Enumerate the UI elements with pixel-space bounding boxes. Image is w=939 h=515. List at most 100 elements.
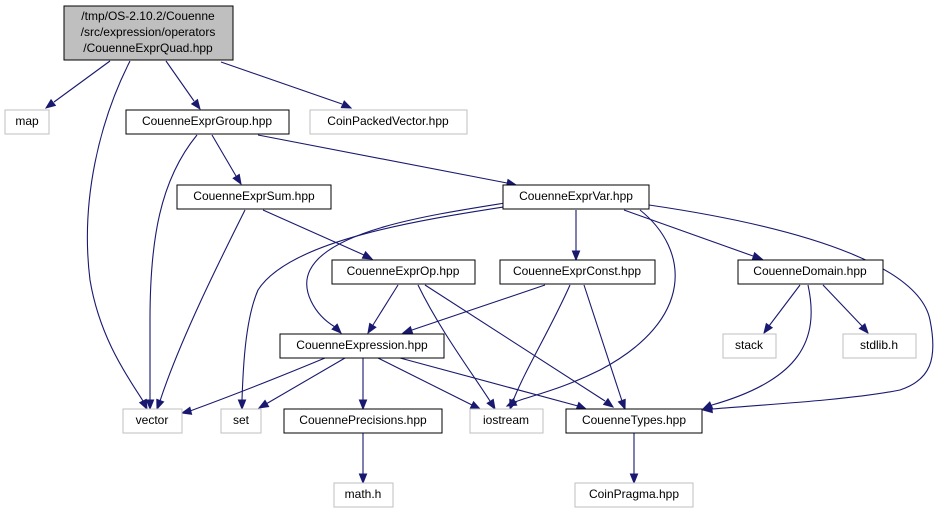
node-label-couenne-expr-sum: CouenneExprSum.hpp bbox=[193, 189, 315, 203]
edge-sum-vector-arrowhead bbox=[156, 398, 165, 411]
root-label-line-1: /tmp/OS-2.10.2/Couenne bbox=[81, 9, 215, 23]
edge-const-expression-arrowhead bbox=[401, 325, 414, 335]
edge-types-pragma bbox=[629, 433, 639, 485]
edge-var-set-arrowhead bbox=[237, 399, 247, 411]
edge-domain-stdlib bbox=[822, 284, 869, 335]
edge-const-iostream-arrowhead bbox=[509, 398, 518, 411]
root-label-line-2: /src/expression/operators bbox=[81, 25, 216, 39]
edge-const-expression bbox=[401, 284, 546, 335]
edge-root-packed-line bbox=[220, 61, 343, 105]
edge-const-types-line bbox=[583, 284, 623, 402]
node-label-couenne-expr-var: CouenneExprVar.hpp bbox=[519, 189, 633, 203]
node-label-coin-packed-vector: CoinPackedVector.hpp bbox=[327, 114, 449, 128]
node-label-couenne-expression: CouenneExpression.hpp bbox=[296, 338, 428, 352]
edge-domain-types-line bbox=[711, 284, 812, 406]
edge-types-pragma-arrowhead bbox=[629, 473, 639, 485]
node-map[interactable]: map bbox=[4, 109, 50, 135]
edge-op-expression-line bbox=[372, 284, 399, 326]
edge-expression-precisions bbox=[358, 358, 368, 411]
node-coin-pragma[interactable]: CoinPragma.hpp bbox=[574, 482, 694, 508]
node-couenne-expr-op[interactable]: CouenneExprOp.hpp bbox=[331, 259, 476, 285]
edge-root-group-arrowhead bbox=[190, 98, 201, 111]
edge-sum-vector bbox=[156, 209, 246, 411]
node-label-couenne-precisions: CouennePrecisions.hpp bbox=[299, 413, 427, 427]
edge-group-sum-arrowhead bbox=[232, 173, 242, 186]
edge-expression-iostream-arrowhead bbox=[469, 400, 482, 410]
node-couenne-expression[interactable]: CouenneExpression.hpp bbox=[279, 333, 445, 359]
edge-var-iostream-line bbox=[514, 209, 676, 403]
node-couenne-expr-group[interactable]: CouenneExprGroup.hpp bbox=[125, 109, 290, 135]
edge-root-map bbox=[44, 60, 111, 109]
node-couenne-domain[interactable]: CouenneDomain.hpp bbox=[737, 259, 884, 285]
edge-root-vector-line bbox=[86, 60, 144, 402]
node-label-stack: stack bbox=[735, 338, 764, 352]
edge-sum-op-arrowhead bbox=[361, 250, 374, 260]
node-label-iostream: iostream bbox=[483, 413, 529, 427]
node-couenne-expr-var[interactable]: CouenneExprVar.hpp bbox=[502, 184, 650, 210]
edge-var-expression-arrowhead bbox=[331, 323, 342, 334]
node-label-vector: vector bbox=[136, 413, 169, 427]
edge-sum-vector-line bbox=[159, 209, 246, 402]
edge-var-expression-line bbox=[306, 202, 506, 328]
edge-root-map-line bbox=[53, 60, 111, 103]
edge-sum-op-line bbox=[262, 209, 365, 256]
node-couenne-types[interactable]: CouenneTypes.hpp bbox=[565, 408, 703, 434]
node-label-coin-pragma: CoinPragma.hpp bbox=[589, 487, 679, 501]
edge-group-var-line bbox=[257, 134, 508, 184]
edge-root-vector-arrowhead bbox=[138, 398, 148, 411]
edge-const-types-arrowhead bbox=[617, 398, 626, 411]
node-couenne-expr-const[interactable]: CouenneExprConst.hpp bbox=[499, 259, 656, 285]
node-root-couenne-expr-quad[interactable]: /tmp/OS-2.10.2/Couenne /src/expression/o… bbox=[63, 5, 234, 61]
edge-expression-types-line bbox=[399, 357, 579, 407]
node-math-h[interactable]: math.h bbox=[333, 482, 394, 508]
node-couenne-expr-sum[interactable]: CouenneExprSum.hpp bbox=[176, 184, 332, 210]
edge-expression-vector-line bbox=[189, 357, 326, 412]
edge-var-set-line bbox=[241, 205, 511, 401]
edge-group-sum-line bbox=[211, 134, 237, 177]
node-set[interactable]: set bbox=[220, 408, 262, 434]
edge-expression-vector-arrowhead bbox=[180, 406, 193, 415]
node-label-math-h: math.h bbox=[345, 487, 382, 501]
edges-layer bbox=[44, 60, 934, 485]
node-label-couenne-expr-op: CouenneExprOp.hpp bbox=[347, 264, 460, 278]
edge-expression-iostream-line bbox=[377, 357, 473, 406]
edge-var-domain bbox=[623, 209, 764, 261]
edge-expression-precisions-arrowhead bbox=[358, 399, 368, 411]
node-iostream[interactable]: iostream bbox=[469, 408, 544, 434]
node-vector[interactable]: vector bbox=[122, 408, 183, 434]
edge-domain-stack bbox=[763, 284, 801, 335]
edge-group-vector-arrowhead bbox=[145, 399, 155, 411]
node-label-map: map bbox=[15, 114, 39, 128]
edge-op-iostream bbox=[417, 284, 496, 411]
node-stack[interactable]: stack bbox=[722, 333, 777, 359]
edge-op-types-arrowhead bbox=[602, 397, 615, 408]
edge-var-types-line bbox=[648, 204, 934, 410]
node-label-stdlib-h: stdlib.h bbox=[860, 338, 898, 352]
edge-root-group-line bbox=[165, 60, 195, 102]
edge-const-expression-line bbox=[411, 284, 546, 331]
edge-sum-op bbox=[262, 209, 374, 260]
edge-root-map-arrowhead bbox=[44, 98, 57, 109]
node-label-couenne-types: CouenneTypes.hpp bbox=[582, 413, 686, 427]
edge-expression-types bbox=[399, 357, 588, 410]
edge-var-domain-line bbox=[623, 209, 754, 257]
node-coin-packed-vector[interactable]: CoinPackedVector.hpp bbox=[309, 109, 468, 135]
node-label-couenne-domain: CouenneDomain.hpp bbox=[753, 264, 867, 278]
node-label-set: set bbox=[233, 413, 250, 427]
node-couenne-precisions[interactable]: CouennePrecisions.hpp bbox=[283, 408, 443, 434]
node-label-couenne-expr-group: CouenneExprGroup.hpp bbox=[142, 114, 272, 128]
edge-domain-types bbox=[701, 284, 812, 410]
edge-op-expression-arrowhead bbox=[367, 322, 377, 335]
edge-root-packed-arrowhead bbox=[340, 100, 353, 109]
edge-precisions-math bbox=[358, 433, 368, 485]
edge-op-types-line bbox=[424, 284, 606, 402]
edge-group-sum bbox=[211, 134, 242, 186]
edge-op-types bbox=[424, 284, 615, 408]
edge-group-vector bbox=[145, 134, 198, 411]
edge-group-vector-line bbox=[149, 134, 198, 400]
edge-const-iostream bbox=[509, 284, 571, 411]
node-stdlib-h[interactable]: stdlib.h bbox=[842, 333, 917, 359]
edge-var-domain-arrowhead bbox=[751, 251, 764, 261]
